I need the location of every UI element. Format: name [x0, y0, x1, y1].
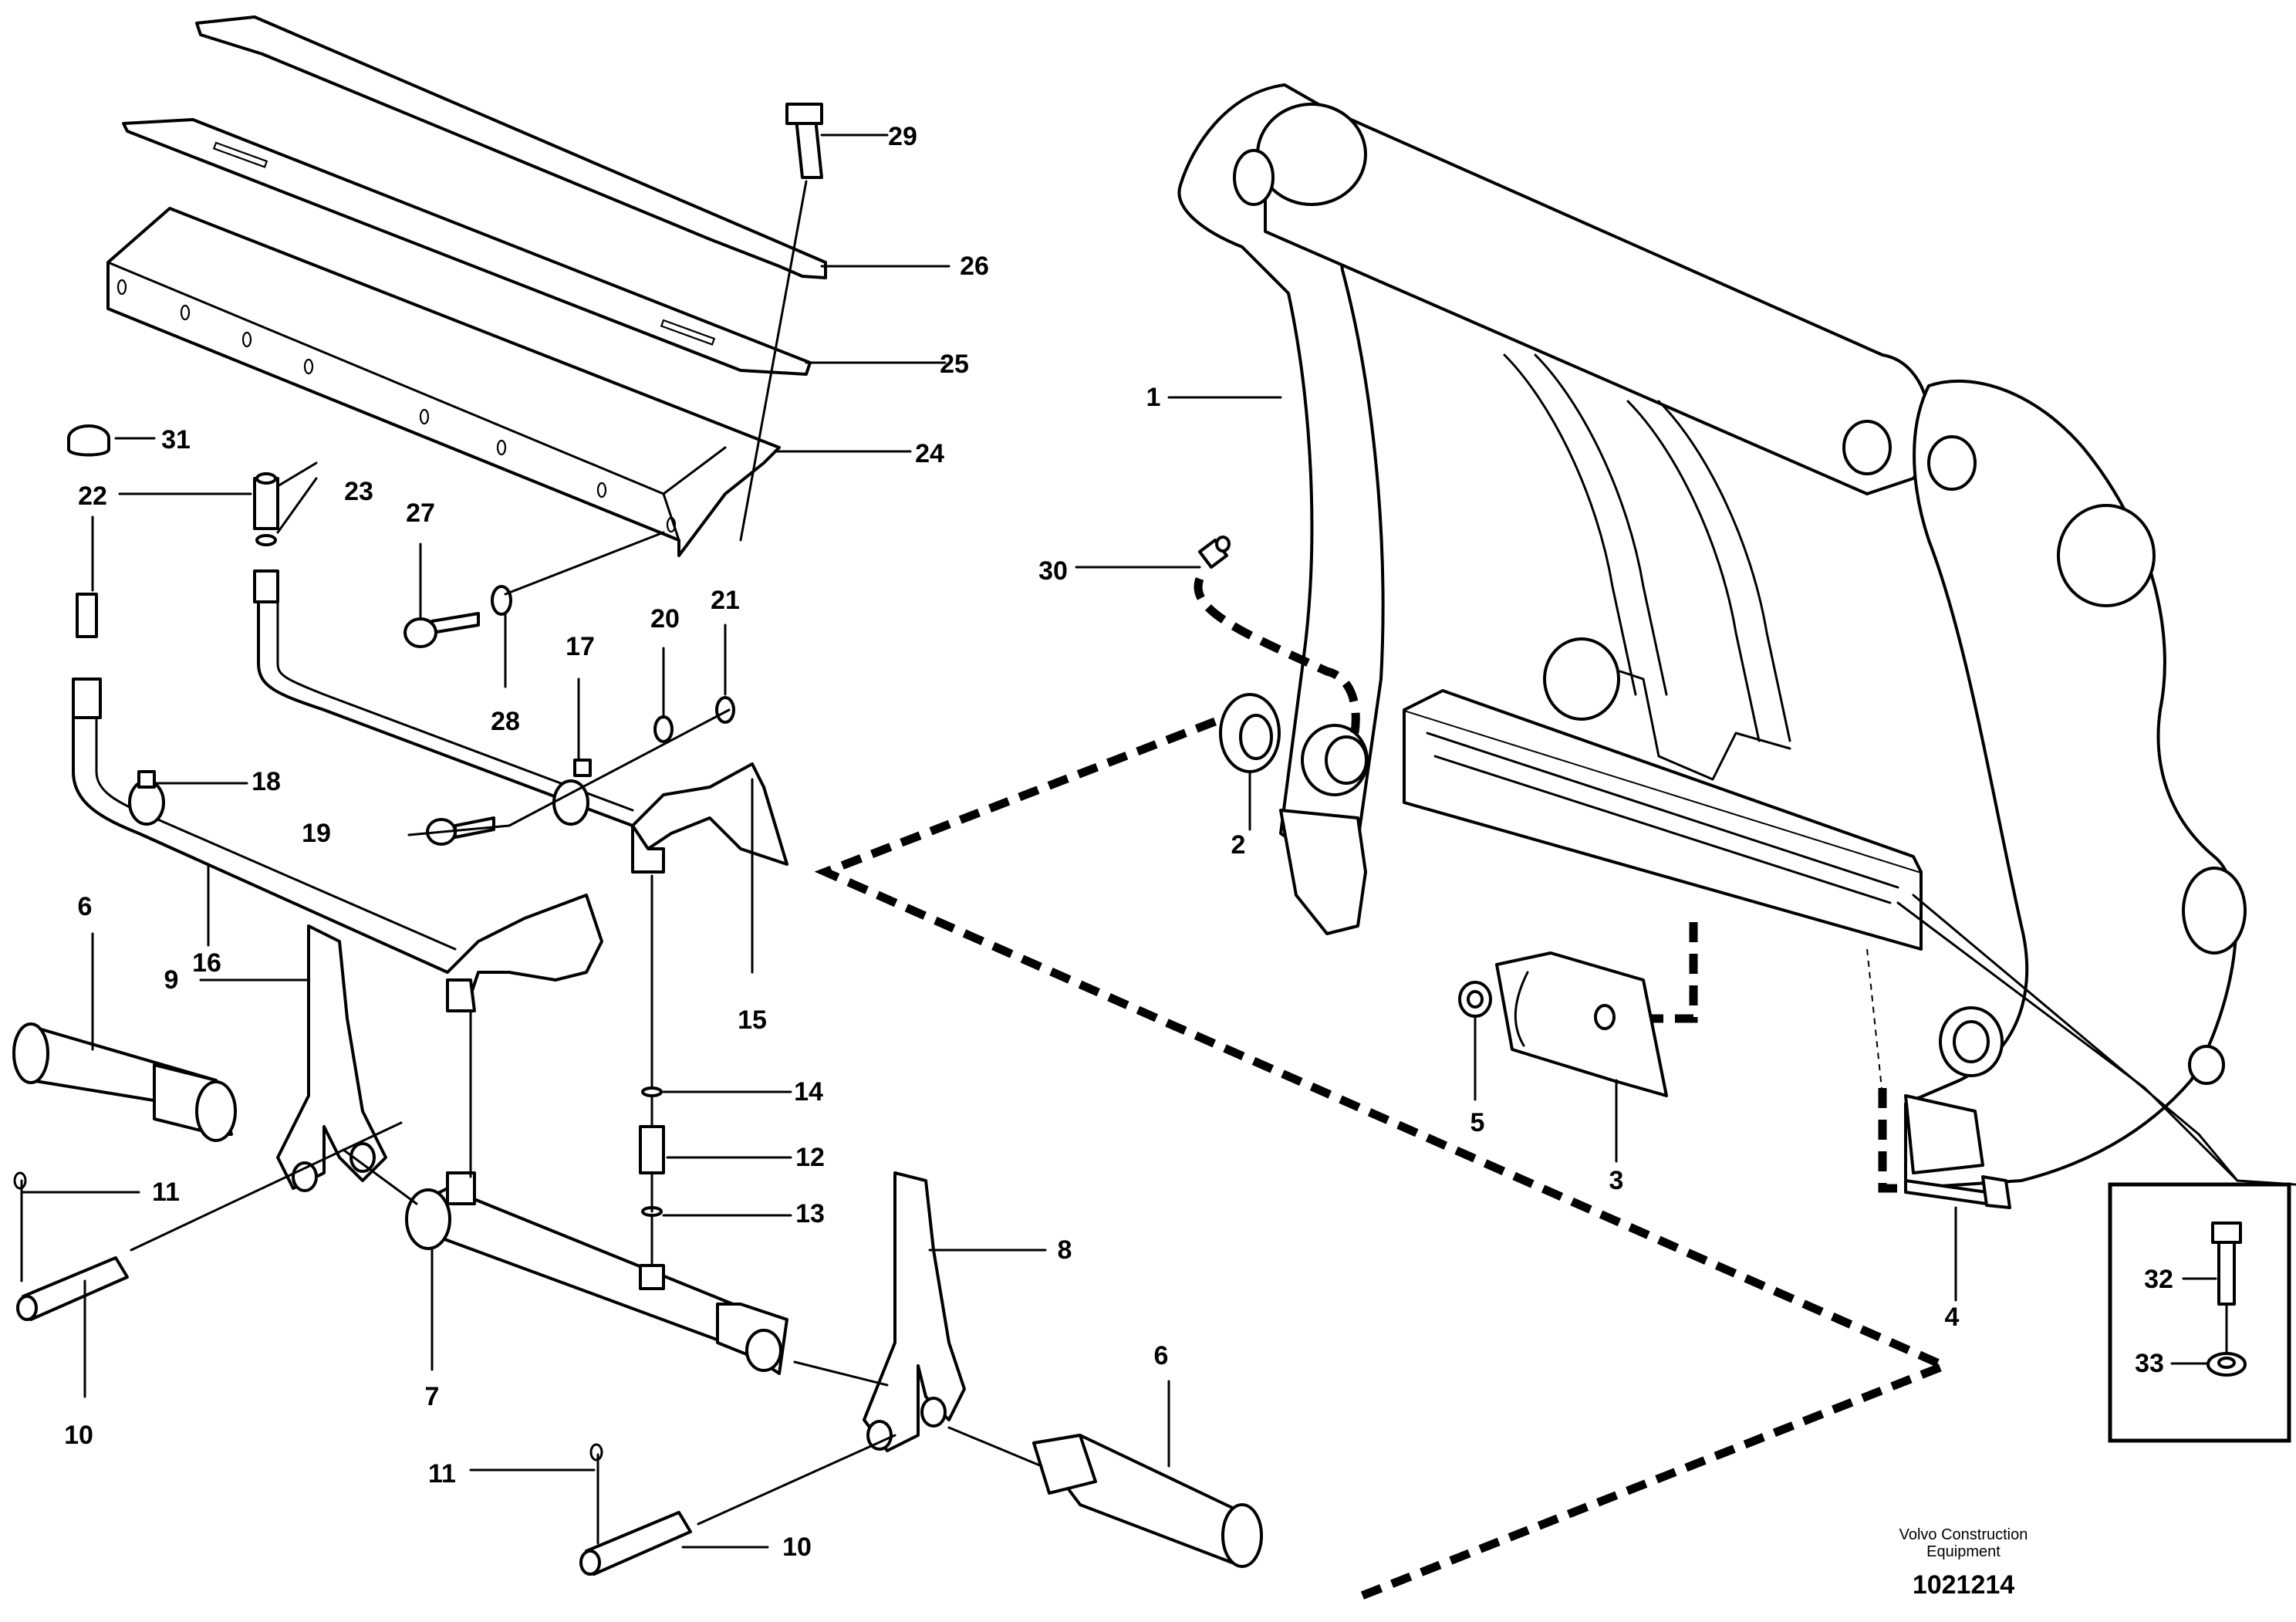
- callout-11-right: 11: [428, 1459, 456, 1489]
- bolt-27: [403, 612, 480, 648]
- grease-nipple: [1198, 536, 1231, 569]
- fork-8: [863, 1171, 966, 1452]
- callout-12: 12: [795, 1143, 825, 1172]
- callout-30: 30: [1038, 556, 1068, 586]
- pin-6-left: [12, 1022, 237, 1142]
- spacer-31: [67, 424, 110, 457]
- bolt-29: [785, 103, 823, 179]
- hydraulic-cylinder: [405, 1171, 788, 1375]
- callout-10-right: 10: [782, 1532, 812, 1562]
- callout-6-left: 6: [77, 892, 93, 921]
- leader-lines: [22, 133, 2228, 1549]
- callout-28: 28: [491, 707, 520, 736]
- callout-13: 13: [795, 1199, 825, 1228]
- callout-17: 17: [566, 632, 595, 661]
- callout-16: 16: [192, 948, 221, 978]
- callout-2: 2: [1231, 830, 1246, 860]
- callout-27: 27: [406, 498, 435, 528]
- document-number: 1021214: [1912, 1570, 2015, 1600]
- pin-10-right: [579, 1511, 692, 1576]
- callout-10-left: 10: [64, 1421, 93, 1450]
- callout-15: 15: [738, 1005, 767, 1035]
- callout-4: 4: [1944, 1303, 1960, 1332]
- callout-24: 24: [915, 439, 944, 468]
- callout-6-right: 6: [1153, 1341, 1169, 1370]
- washer-28: [491, 585, 512, 616]
- callout-23: 23: [344, 477, 373, 506]
- brand-line-1: Volvo Construction: [1899, 1526, 2028, 1543]
- callout-21: 21: [711, 586, 740, 615]
- callout-11-left: 11: [152, 1178, 180, 1207]
- brand-label: Volvo Construction Equipment: [1899, 1526, 2028, 1560]
- seal-ring: [1219, 693, 1281, 773]
- fork-9: [276, 924, 387, 1192]
- callout-18: 18: [252, 767, 281, 796]
- nut: [1458, 981, 1492, 1018]
- pin-6-right: [1032, 1434, 1263, 1568]
- plate-26: [195, 15, 827, 279]
- wear-plate: [1495, 951, 1668, 1097]
- washer-21: [715, 696, 735, 724]
- callout-14: 14: [794, 1077, 823, 1107]
- hydraulic-lines: [72, 472, 788, 1012]
- fitting-12: [639, 1125, 665, 1174]
- cover-24: [106, 207, 781, 557]
- cotter-11-left: [13, 1171, 27, 1282]
- callout-33: 33: [2135, 1349, 2164, 1378]
- callout-26: 26: [960, 252, 989, 281]
- callout-25: 25: [940, 350, 969, 379]
- plate-25: [122, 118, 812, 376]
- cotter-11-right: [589, 1443, 603, 1545]
- bolt-4: [1904, 1175, 2011, 1209]
- callout-20: 20: [650, 604, 680, 634]
- callout-22: 22: [78, 482, 107, 511]
- quick-coupler-frame: [1177, 83, 2247, 1190]
- callout-9: 9: [164, 965, 179, 995]
- callout-5: 5: [1470, 1108, 1485, 1137]
- callout-29: 29: [888, 122, 917, 151]
- pin-10-left: [16, 1256, 129, 1321]
- callout-7: 7: [424, 1382, 440, 1411]
- callout-1: 1: [1146, 383, 1161, 412]
- brand-line-2: Equipment: [1926, 1543, 2001, 1560]
- washer-20: [653, 715, 674, 743]
- callout-31: 31: [161, 425, 191, 454]
- callout-32: 32: [2144, 1265, 2173, 1294]
- callout-19: 19: [302, 819, 331, 848]
- callout-3: 3: [1609, 1166, 1624, 1195]
- callout-8: 8: [1057, 1235, 1072, 1265]
- detail-inset: [1896, 894, 2296, 1443]
